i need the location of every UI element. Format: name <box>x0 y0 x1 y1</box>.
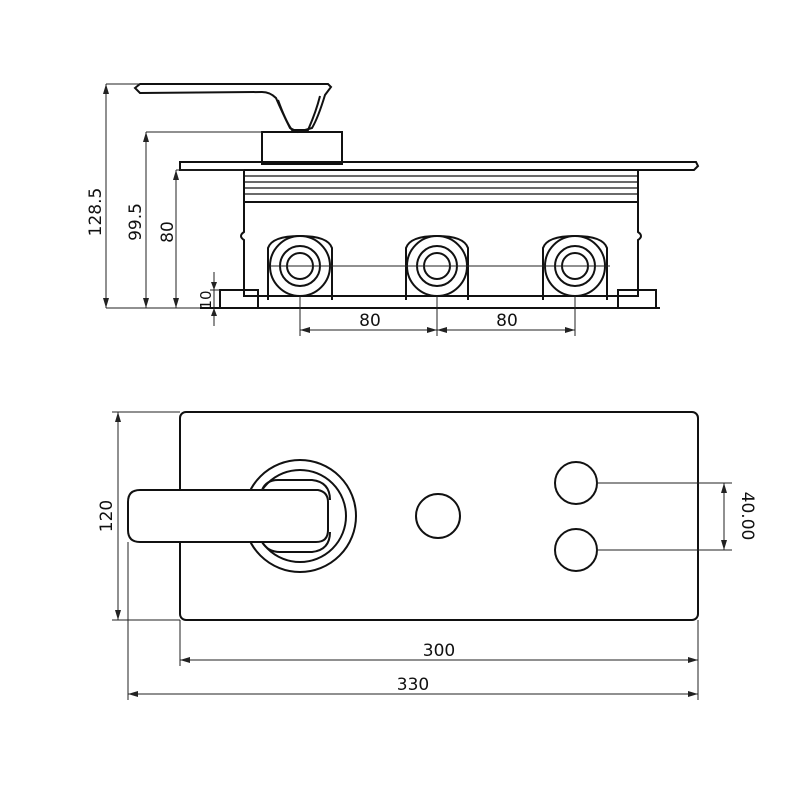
dim-depth: 120 <box>97 411 180 621</box>
dim-label-128-5: 128.5 <box>86 188 106 237</box>
port-right <box>542 234 608 300</box>
dim-label-10: 10 <box>197 290 215 309</box>
dim-label-300: 300 <box>423 641 455 661</box>
dim-overall-height: 128.5 <box>86 83 200 309</box>
center-button <box>415 493 461 539</box>
handle-stem <box>277 95 321 131</box>
handle-lever <box>133 83 333 134</box>
top-view: 40.00 120 300 330 <box>97 411 757 700</box>
handle-block <box>261 131 343 165</box>
dim-label-99-5: 99.5 <box>126 203 146 241</box>
dim-label-80-left: 80 <box>359 311 381 331</box>
base-foot-left <box>219 289 259 309</box>
top-plate <box>179 161 700 171</box>
dim-label-80-height: 80 <box>158 221 178 243</box>
handle-lever-edge <box>261 531 331 553</box>
dim-spout-height: 99.5 <box>126 131 262 308</box>
dim-button-spacing: 40.00 <box>596 482 757 551</box>
port-left <box>267 234 333 300</box>
dim-label-120: 120 <box>97 500 117 532</box>
valve-box-body <box>240 201 642 297</box>
dim-overall-width: 330 <box>127 542 699 700</box>
dim-label-330: 330 <box>397 675 429 695</box>
handle-lever-top <box>127 489 329 543</box>
threaded-collar <box>243 169 639 203</box>
dim-label-80-right: 80 <box>496 311 518 331</box>
dim-plate-width: 300 <box>179 620 699 666</box>
diverter-button-bottom <box>554 528 598 572</box>
handle-lever-edge <box>261 479 331 501</box>
diverter-button-top <box>554 461 598 505</box>
port-middle <box>405 234 469 300</box>
dim-port-spacing: 80 80 <box>299 296 576 336</box>
dim-body-height: 80 <box>158 169 244 308</box>
dim-base-height: 10 <box>197 272 220 326</box>
dim-label-40: 40.00 <box>737 492 757 541</box>
side-view: 128.5 99.5 80 10 <box>86 83 700 336</box>
